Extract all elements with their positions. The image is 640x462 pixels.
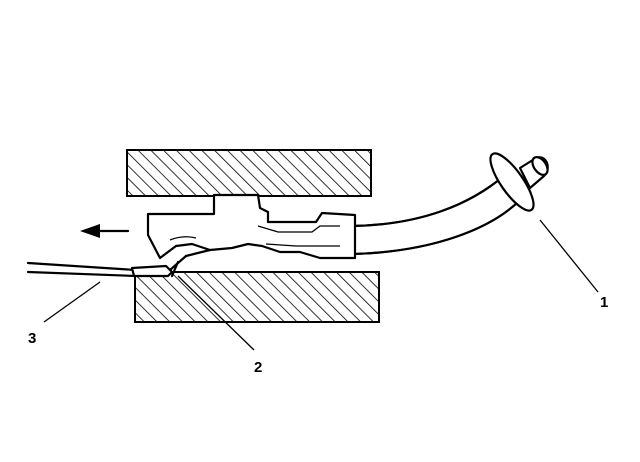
- callout-3: 3: [28, 330, 36, 347]
- leader-3: [43, 281, 101, 323]
- lower-housing-block: [134, 271, 380, 323]
- arrow-left-icon: [80, 224, 130, 238]
- wire-seal: [489, 152, 549, 212]
- leader-1: [539, 219, 599, 293]
- release-tool: [26, 261, 174, 278]
- callout-1: 1: [600, 294, 608, 311]
- callout-2: 2: [254, 359, 262, 376]
- leader-lines: [43, 219, 599, 351]
- terminal: [146, 193, 357, 260]
- leader-2: [177, 275, 255, 351]
- locking-tang: [168, 248, 212, 278]
- wire-lead: [350, 173, 522, 256]
- upper-housing-block: [126, 149, 372, 197]
